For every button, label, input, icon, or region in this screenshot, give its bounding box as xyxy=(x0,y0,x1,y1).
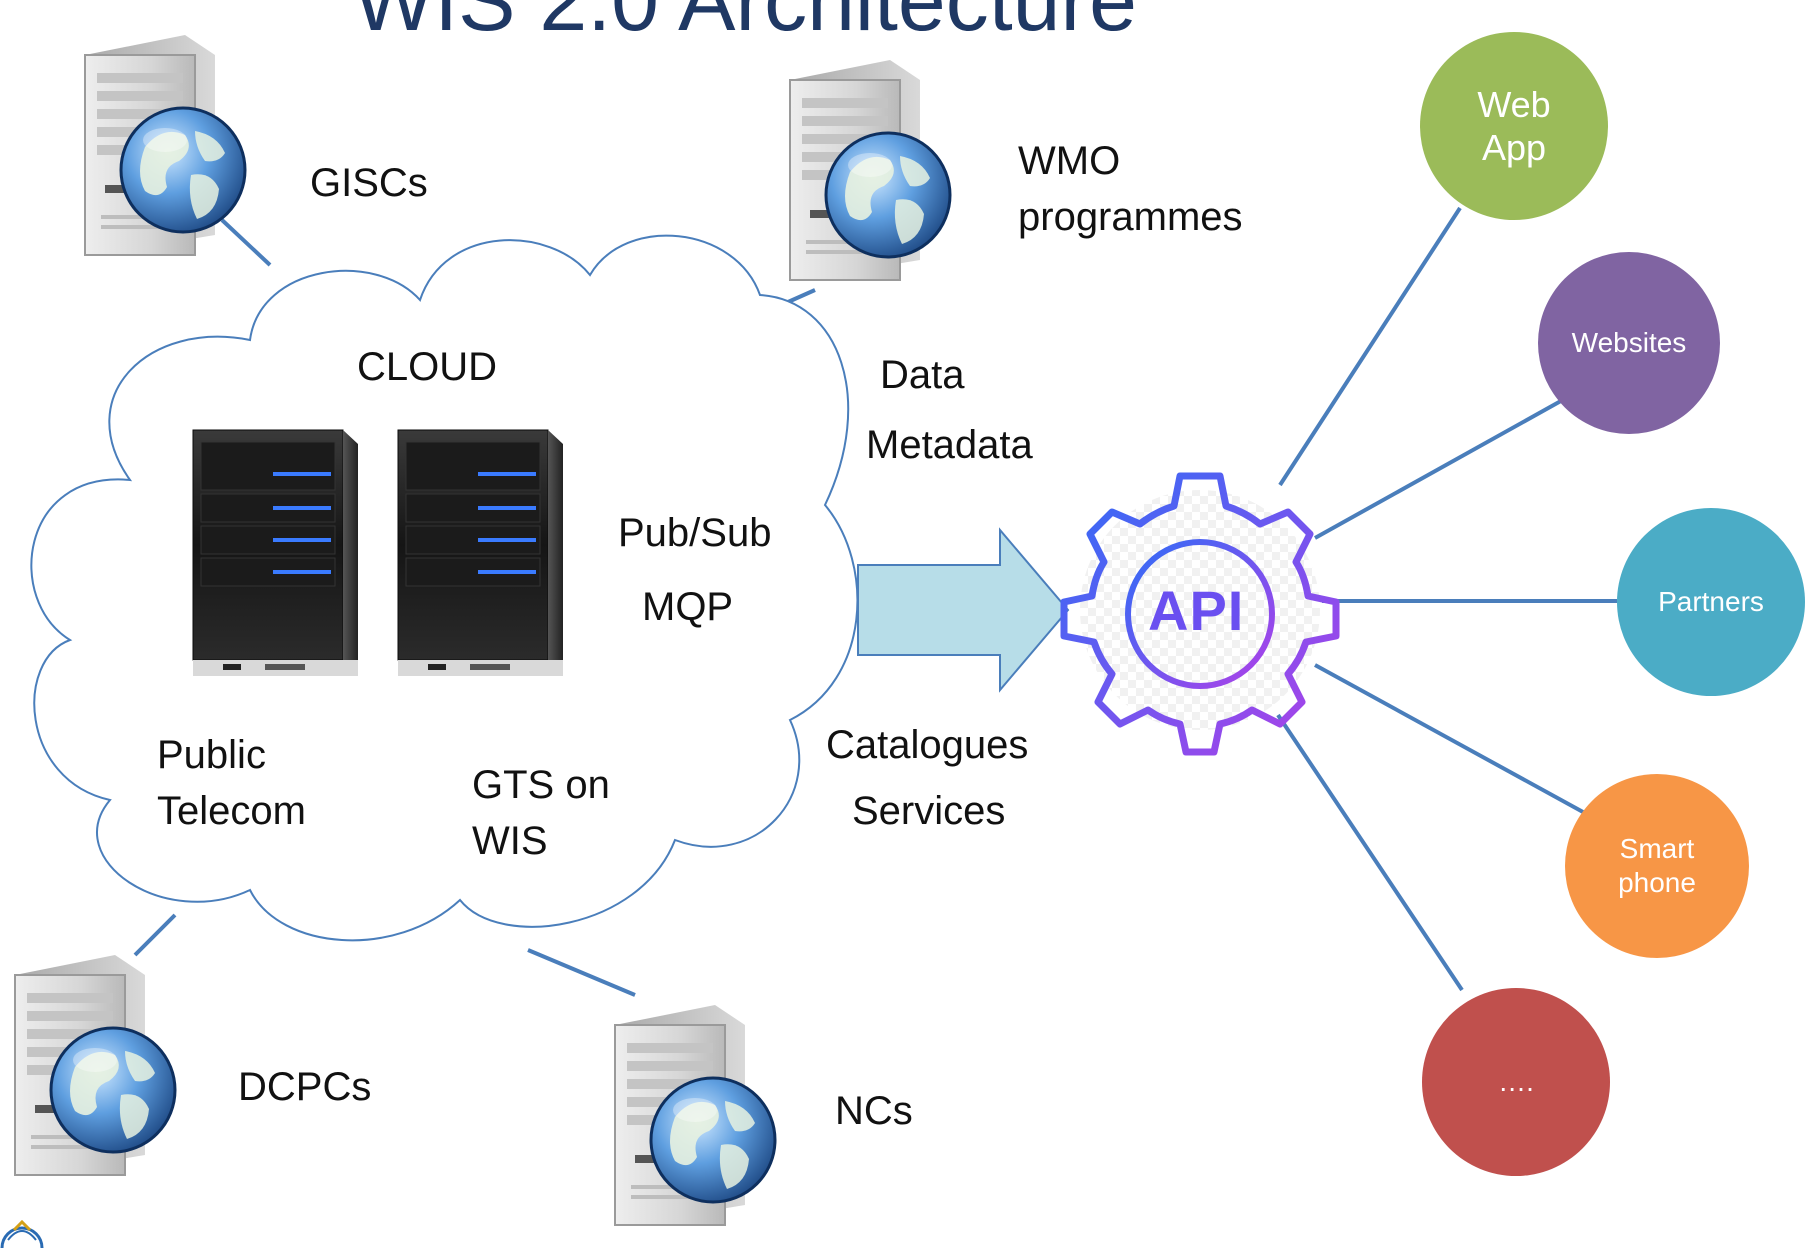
dcpcs-server-icon xyxy=(13,953,177,1177)
client-more-label: …. xyxy=(1498,1066,1534,1098)
page-title: WIS 2.0 Architecture xyxy=(353,0,1137,49)
wmo-label-line2: programmes xyxy=(1018,195,1243,239)
gts-on-wis-line1: GTS on xyxy=(472,763,610,807)
wmo-label-line1: WMO xyxy=(1018,139,1121,183)
client-web-app-line2: App xyxy=(1481,127,1547,168)
rack-server-right-icon xyxy=(397,429,564,677)
connector-smart-phone xyxy=(1314,663,1584,814)
client-smart-phone-line1: Smart xyxy=(1619,833,1695,865)
mqp-label: MQP xyxy=(642,585,734,629)
giscs-server-icon xyxy=(83,33,247,257)
gts-on-wis-line2: WIS xyxy=(472,819,548,863)
catalogues-label: Catalogues xyxy=(826,723,1029,767)
rack-server-left-icon xyxy=(192,429,359,677)
client-smart-phone: Smart phone xyxy=(1565,774,1749,958)
giscs-label: GISCs xyxy=(310,161,428,205)
wmo-logo-icon xyxy=(0,1219,44,1248)
public-telecom-line2: Telecom xyxy=(157,789,306,833)
client-partners: Partners xyxy=(1617,508,1805,696)
data-label: Data xyxy=(880,353,965,397)
api-label: API xyxy=(1148,579,1245,642)
connector-dcpcs xyxy=(133,913,177,957)
wmo-server-icon xyxy=(788,58,952,282)
connector-giscs xyxy=(220,218,272,267)
client-websites-label: Websites xyxy=(1571,327,1687,359)
client-smart-phone-line2: phone xyxy=(1618,867,1696,898)
client-websites: Websites xyxy=(1538,252,1720,434)
client-more: …. xyxy=(1422,988,1610,1176)
cloud-label: CLOUD xyxy=(357,345,498,389)
client-web-app: Web App xyxy=(1420,32,1608,220)
flow-arrow xyxy=(857,527,1070,693)
connector-websites xyxy=(1314,390,1578,540)
api-gear-icon xyxy=(1060,472,1340,756)
connector-ncs xyxy=(527,948,636,997)
ncs-server-icon xyxy=(613,1003,777,1227)
metadata-label: Metadata xyxy=(866,423,1033,467)
public-telecom-line1: Public xyxy=(157,733,266,777)
pubsub-label: Pub/Sub xyxy=(618,511,772,555)
ncs-label: NCs xyxy=(835,1089,913,1133)
connector-more xyxy=(1276,713,1464,992)
client-partners-label: Partners xyxy=(1658,586,1764,618)
services-label: Services xyxy=(852,789,1006,833)
connector-web-app xyxy=(1278,206,1462,487)
client-web-app-line1: Web xyxy=(1477,83,1551,125)
dcpcs-label: DCPCs xyxy=(238,1065,372,1109)
